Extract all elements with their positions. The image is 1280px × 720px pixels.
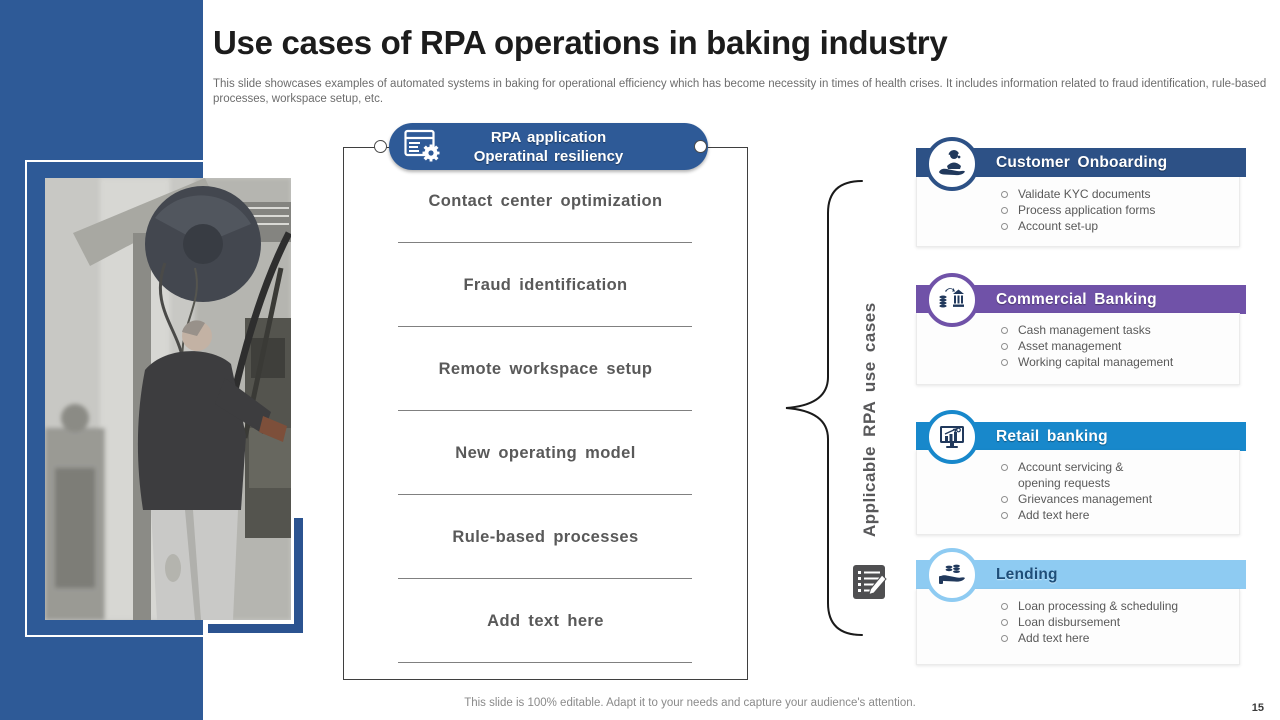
divider (398, 494, 692, 495)
panel-title: Commercial Banking (996, 290, 1157, 308)
list-item-label: Account set-up (1018, 219, 1099, 233)
page-subtitle: This slide showcases examples of automat… (213, 78, 1267, 105)
divider (398, 242, 692, 243)
divider (398, 662, 692, 663)
circle-bullet (1001, 191, 1008, 198)
list-item: Remote workspace setup (344, 327, 747, 411)
list-item: Add text here (1001, 630, 1233, 646)
page-number: 15 (1251, 702, 1264, 714)
circle-bullet (1001, 327, 1008, 334)
list-item-label: Loan disbursement (1018, 615, 1121, 629)
worker-photo (45, 178, 291, 620)
circle-bullet (1001, 496, 1008, 503)
pill-line2: Operatinal resiliency (473, 147, 624, 165)
list-item-label: Rule-based processes (452, 527, 639, 546)
circle-bullet (1001, 223, 1008, 230)
list-item-label: Fraud identification (463, 275, 628, 294)
panel-body-customer-onboarding: Validate KYC documents Process applicati… (916, 177, 1240, 247)
monitor-chart-icon (925, 410, 979, 464)
circle-bullet (1001, 464, 1008, 471)
list-item: Working capital management (1001, 354, 1233, 370)
list-item: Asset management (1001, 338, 1233, 354)
list-item: Process application forms (1001, 202, 1233, 218)
list-item-label: Loan processing & scheduling (1018, 599, 1179, 613)
list-item: Loan processing & scheduling (1001, 598, 1233, 614)
list-item: Grievances management (1001, 491, 1233, 507)
panel-list: Validate KYC documents Process applicati… (917, 177, 1239, 234)
list-item: Loan disbursement (1001, 614, 1233, 630)
pill-line1: RPA application (490, 128, 607, 146)
bank-coins-icon (925, 273, 979, 327)
circle-bullet (1001, 207, 1008, 214)
list-item: Validate KYC documents (1001, 186, 1233, 202)
list-item-label: Process application forms (1018, 203, 1156, 217)
circle-bullet (1001, 343, 1008, 350)
list-item: Account set-up (1001, 218, 1233, 234)
support-hand-icon (925, 137, 979, 191)
list-item: Add text here (344, 579, 747, 663)
circle-bullet (1001, 635, 1008, 642)
document-pencil-icon (852, 563, 888, 606)
rpa-application-box: Contact center optimization Fraud identi… (343, 147, 748, 680)
divider (398, 578, 692, 579)
loan-hand-icon (925, 548, 979, 602)
panel-list: Loan processing & scheduling Loan disbur… (917, 589, 1239, 646)
panel-list: Account servicing & opening requests Gri… (917, 450, 1239, 523)
curly-brace (783, 179, 865, 642)
list-item-label: Add text here (1018, 631, 1090, 645)
circle-bullet (1001, 619, 1008, 626)
list-item: Rule-based processes (344, 495, 747, 579)
rpa-application-header: RPA application Operatinal resiliency (389, 123, 708, 170)
list-item-label: Add text here (487, 611, 604, 630)
corner-accent (208, 624, 303, 633)
list-item-label: Add text here (1018, 508, 1090, 522)
rpa-application-list: Contact center optimization Fraud identi… (344, 159, 747, 663)
list-item: Fraud identification (344, 243, 747, 327)
list-item-label: Asset management (1018, 339, 1122, 353)
list-item: Add text here (1001, 507, 1233, 523)
list-item: Cash management tasks (1001, 322, 1233, 338)
list-item-label: Cash management tasks (1018, 323, 1151, 337)
list-item: New operating model (344, 411, 747, 495)
window-gear-icon (404, 129, 442, 168)
circle-bullet (1001, 359, 1008, 366)
list-item-label: Account servicing & opening requests (1018, 460, 1124, 490)
panel-title: Lending (996, 565, 1058, 583)
list-item: Account servicing & opening requests (1001, 459, 1233, 491)
panel-title: Retail banking (996, 427, 1108, 445)
page-title: Use cases of RPA operations in baking in… (213, 24, 948, 61)
brace-label: Applicable RPA use cases (860, 302, 879, 537)
list-item: Contact center optimization (344, 159, 747, 243)
circle-bullet (1001, 603, 1008, 610)
corner-accent (294, 518, 303, 633)
panel-body-commercial-banking: Cash management tasks Asset management W… (916, 313, 1240, 385)
rpa-application-title: RPA application Operatinal resiliency (474, 128, 624, 166)
list-item-label: Working capital management (1018, 355, 1174, 369)
footer-note: This slide is 100% editable. Adapt it to… (464, 697, 916, 709)
connector-node-left (374, 140, 387, 153)
circle-bullet (1001, 512, 1008, 519)
list-item-label: Remote workspace setup (438, 359, 653, 378)
panel-list: Cash management tasks Asset management W… (917, 313, 1239, 370)
divider (398, 410, 692, 411)
divider (398, 326, 692, 327)
list-item-label: Grievances management (1018, 492, 1153, 506)
connector-node-right (694, 140, 707, 153)
panel-body-retail-banking: Account servicing & opening requests Gri… (916, 450, 1240, 535)
panel-body-lending: Loan processing & scheduling Loan disbur… (916, 589, 1240, 665)
list-item-label: Validate KYC documents (1018, 187, 1151, 201)
list-item-label: Contact center optimization (428, 191, 663, 210)
panel-title: Customer Onboarding (996, 153, 1168, 171)
list-item-label: New operating model (455, 443, 636, 462)
